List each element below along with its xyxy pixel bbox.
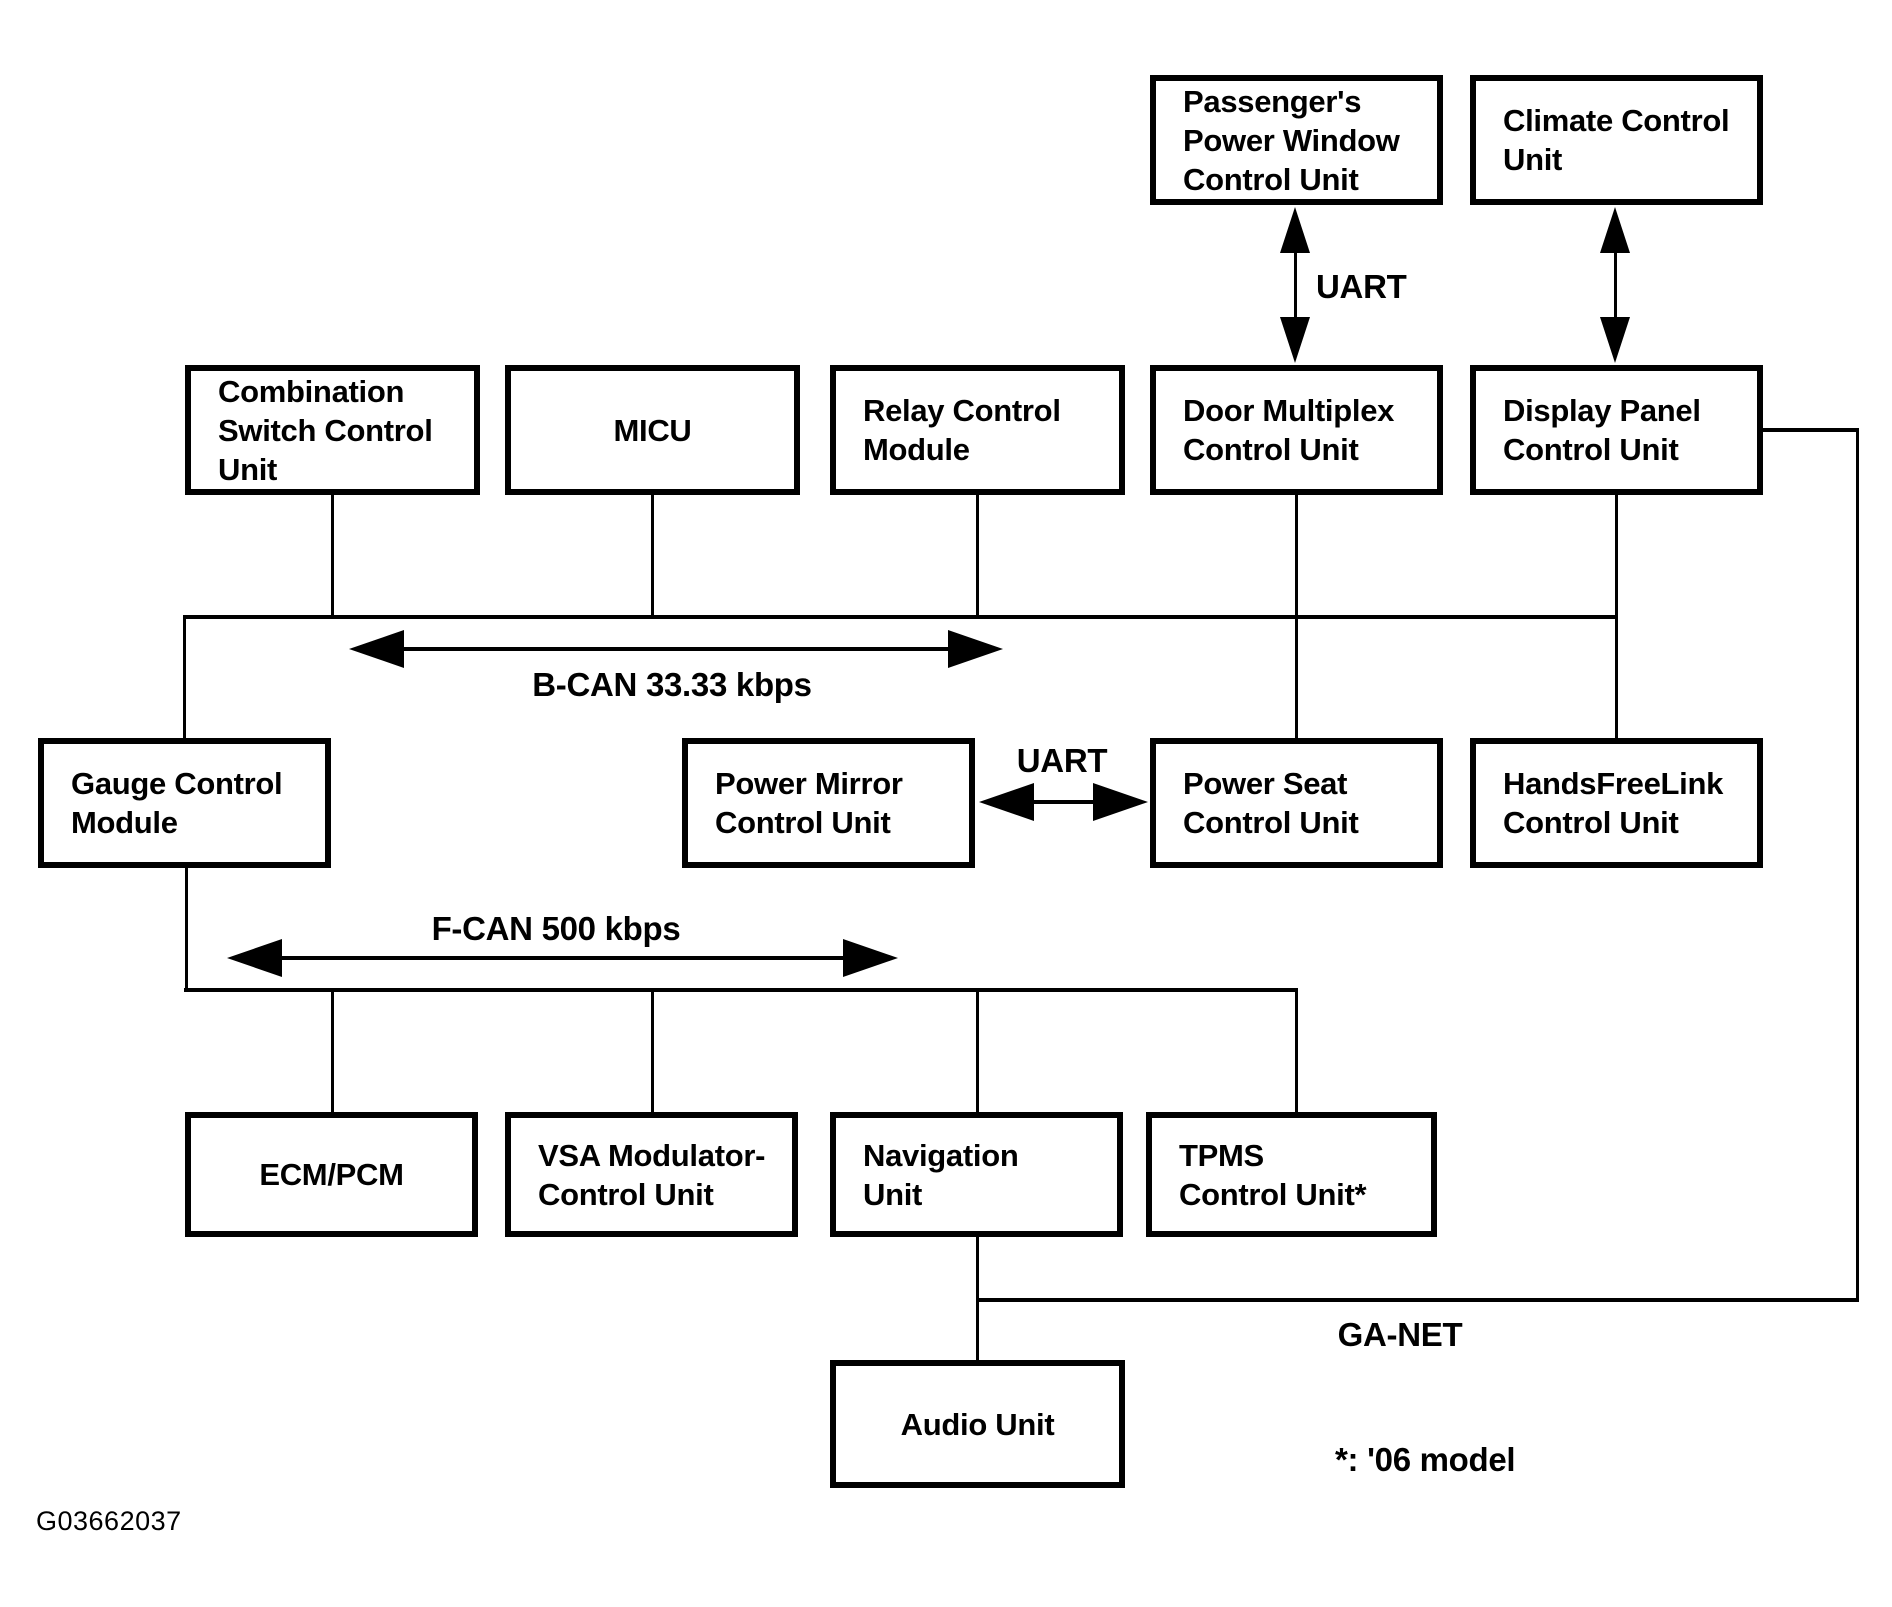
- b-can-label: B-CAN 33.33 kbps: [532, 666, 812, 703]
- f-can-bus-line: [184, 988, 1298, 992]
- node-passengers-power-window: Passenger's Power Window Control Unit: [1150, 75, 1443, 205]
- footnote-label: *: '06 model: [1335, 1441, 1516, 1478]
- uart-seat-label: UART: [1016, 742, 1108, 779]
- figure-id: G03662037: [36, 1506, 182, 1536]
- node-door-multiplex: Door Multiplex Control Unit: [1150, 365, 1443, 495]
- node-handsfreelink: HandsFreeLink Control Unit: [1470, 738, 1763, 868]
- node-tpms: TPMS Control Unit*: [1146, 1112, 1437, 1237]
- connector-fcan-tpms: [1295, 988, 1298, 1114]
- ga-net-label: GA-NET: [1337, 1316, 1463, 1353]
- node-display-panel: Display Panel Control Unit: [1470, 365, 1763, 495]
- ga-net-line: [977, 1298, 1859, 1302]
- b-can-bus-line: [183, 615, 1618, 619]
- connector-fcan-ecm: [331, 988, 334, 1114]
- uart-window-label: UART: [1316, 268, 1407, 305]
- node-power-mirror: Power Mirror Control Unit: [682, 738, 975, 868]
- ga-net-riser: [1856, 428, 1859, 1300]
- connector-display-ganet: [1763, 428, 1858, 432]
- node-power-seat: Power Seat Control Unit: [1150, 738, 1443, 868]
- node-gauge-control: Gauge Control Module: [38, 738, 331, 868]
- node-ecm-pcm: ECM/PCM: [185, 1112, 478, 1237]
- f-can-label: F-CAN 500 kbps: [431, 910, 681, 947]
- node-relay-control: Relay Control Module: [830, 365, 1125, 495]
- connector-micu-bcan: [651, 495, 654, 617]
- connector-bcan-gauge: [183, 615, 186, 740]
- node-audio: Audio Unit: [830, 1360, 1125, 1488]
- connector-combination-bcan: [331, 495, 334, 617]
- node-combination-switch: Combination Switch Control Unit: [185, 365, 480, 495]
- node-vsa-modulator: VSA Modulator- Control Unit: [505, 1112, 798, 1237]
- node-navigation: Navigation Unit: [830, 1112, 1123, 1237]
- node-micu: MICU: [505, 365, 800, 495]
- connector-gauge-fcan: [185, 866, 188, 990]
- connector-fcan-nav: [976, 988, 979, 1114]
- connector-relay-bcan: [976, 495, 979, 617]
- node-climate-control: Climate Control Unit: [1470, 75, 1763, 205]
- connector-fcan-vsa: [651, 988, 654, 1114]
